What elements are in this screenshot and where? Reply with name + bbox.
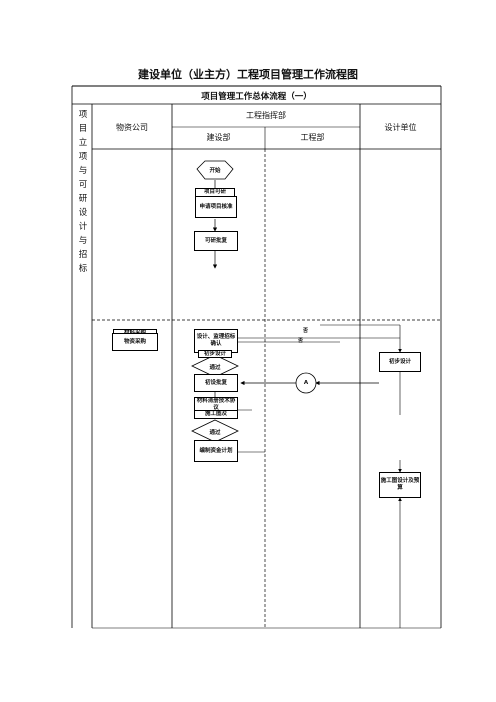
phase-label: 项目立项与可研设计与招标 (78, 110, 88, 274)
construction-drawing-box: 施工图及 (194, 410, 238, 419)
col-command: 工程指挥部 (246, 111, 286, 120)
prelim-design-box: 初步设计 (379, 352, 421, 372)
material-report-box: 材料清册技术协议 (194, 397, 238, 412)
design-confirm-box: 初步设计 (198, 350, 232, 358)
col-construction: 建设部 (206, 133, 231, 142)
col-materials: 物资公司 (116, 123, 148, 132)
material-purchase-box: 物资采购 (112, 333, 158, 351)
pass-decision-2: 通过 (209, 430, 221, 436)
preliminary-approval-box: 初设批复 (194, 374, 238, 392)
start-node: 开始 (209, 168, 221, 174)
construction-design-box: 施工图设计及预算 (379, 472, 421, 498)
feasibility-approval-box: 可研批复 (194, 231, 238, 251)
connector-a: A (303, 380, 309, 386)
table-header: 项目管理工作总体流程（一） (201, 92, 312, 102)
col-engineering: 工程部 (300, 133, 325, 142)
col-design: 设计单位 (384, 123, 417, 132)
apply-approval-box: 申请项目核准 (195, 196, 237, 218)
design-supervision-box: 设计、监理招标确认 (194, 329, 238, 353)
fund-plan-box: 编制资金计划 (194, 440, 238, 462)
no-label-2: 否 (298, 338, 304, 344)
pass-decision-1: 通过 (209, 365, 221, 371)
document-title: 建设单位（业主方）工程项目管理工作流程图 (138, 68, 358, 81)
no-label-1: 否 (303, 328, 309, 334)
